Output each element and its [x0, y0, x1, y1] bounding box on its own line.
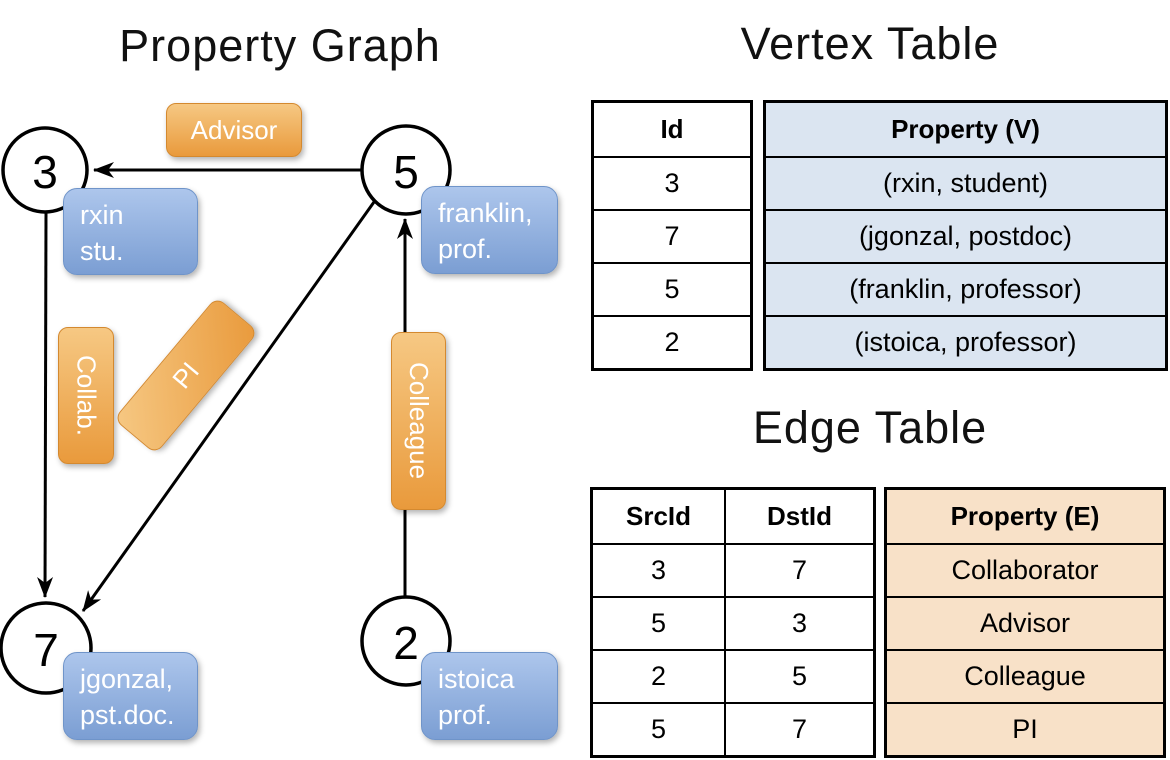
- edge-table-id-columns: SrcId DstId 3 7 5 3 2 5 5 7: [590, 487, 876, 758]
- edge-arrow-3-to-7: [37, 211, 54, 598]
- vertex-table-id-column: Id 3 7 5 2: [591, 100, 753, 371]
- edge-src-cell: 3: [593, 543, 724, 596]
- property-graph-title: Property Graph: [119, 20, 441, 71]
- vertex-property-cell: (franklin, professor): [766, 262, 1165, 315]
- edge-property-cell: Collaborator: [887, 543, 1163, 596]
- node-id-5: 5: [393, 146, 419, 198]
- edge-property-cell: Colleague: [887, 649, 1163, 702]
- vertex-property-cell: (istoica, professor): [766, 315, 1165, 368]
- edge-dst-cell: 7: [724, 543, 873, 596]
- edge-table-dstid-header: DstId: [724, 490, 873, 543]
- edge-label-advisor: Advisor: [166, 103, 302, 157]
- vertex-property-line: prof.: [438, 233, 493, 264]
- vertex-property-line: jgonzal,: [80, 664, 174, 694]
- vertex-id-cell: 2: [594, 315, 750, 368]
- edge-dst-cell: 5: [724, 649, 873, 702]
- edge-label-colleague: Colleague: [391, 332, 446, 510]
- vertex-property-line: franklin,: [438, 198, 533, 228]
- node-id-3: 3: [32, 146, 58, 198]
- vertex-id-cell: 7: [594, 209, 750, 262]
- edge-table-property-header: Property (E): [887, 490, 1163, 543]
- vertex-property-line: pst.doc.: [80, 699, 175, 730]
- edge-property-cell: Advisor: [887, 596, 1163, 649]
- vertex-property-line: istoica: [438, 664, 515, 694]
- edge-src-cell: 5: [593, 596, 724, 649]
- edge-dst-cell: 7: [724, 702, 873, 755]
- edge-dst-cell: 3: [724, 596, 873, 649]
- vertex-property-line: stu.: [80, 235, 124, 266]
- edge-arrow-5-to-7: [81, 201, 376, 612]
- vertex-property-box-franklin: franklin, prof.: [421, 186, 558, 274]
- edge-table-property-column: Property (E) Collaborator Advisor Collea…: [884, 487, 1166, 758]
- node-circle-3: [1, 126, 89, 214]
- vertex-property-cell: (jgonzal, postdoc): [766, 209, 1165, 262]
- node-id-2: 2: [393, 617, 419, 669]
- vertex-id-cell: 5: [594, 262, 750, 315]
- edge-src-cell: 5: [593, 702, 724, 755]
- vertex-table-id-header: Id: [594, 103, 750, 156]
- vertex-property-line: rxin: [80, 200, 124, 230]
- vertex-table-property-header: Property (V): [766, 103, 1165, 156]
- edge-property-cell: PI: [887, 702, 1163, 755]
- vertex-id-cell: 3: [594, 156, 750, 209]
- edge-table-srcid-header: SrcId: [593, 490, 724, 543]
- vertex-property-box-istoica: istoica prof.: [421, 652, 558, 740]
- vertex-table-property-column: Property (V) (rxin, student) (jgonzal, p…: [763, 100, 1168, 371]
- node-id-7: 7: [33, 624, 59, 676]
- property-graph-diagram: 3 5 7 2 rxin stu. franklin, prof. jgonza…: [0, 0, 570, 760]
- vertex-table-title: Vertex Table: [740, 18, 1000, 69]
- vertex-property-cell: (rxin, student): [766, 156, 1165, 209]
- vertex-property-box-jgonzal: jgonzal, pst.doc.: [63, 652, 198, 740]
- edge-table-title: Edge Table: [752, 402, 988, 453]
- edge-label-collab: Collab.: [58, 327, 114, 464]
- vertex-property-box-rxin: rxin stu.: [63, 188, 198, 275]
- vertex-property-line: prof.: [438, 699, 493, 730]
- edge-src-cell: 2: [593, 649, 724, 702]
